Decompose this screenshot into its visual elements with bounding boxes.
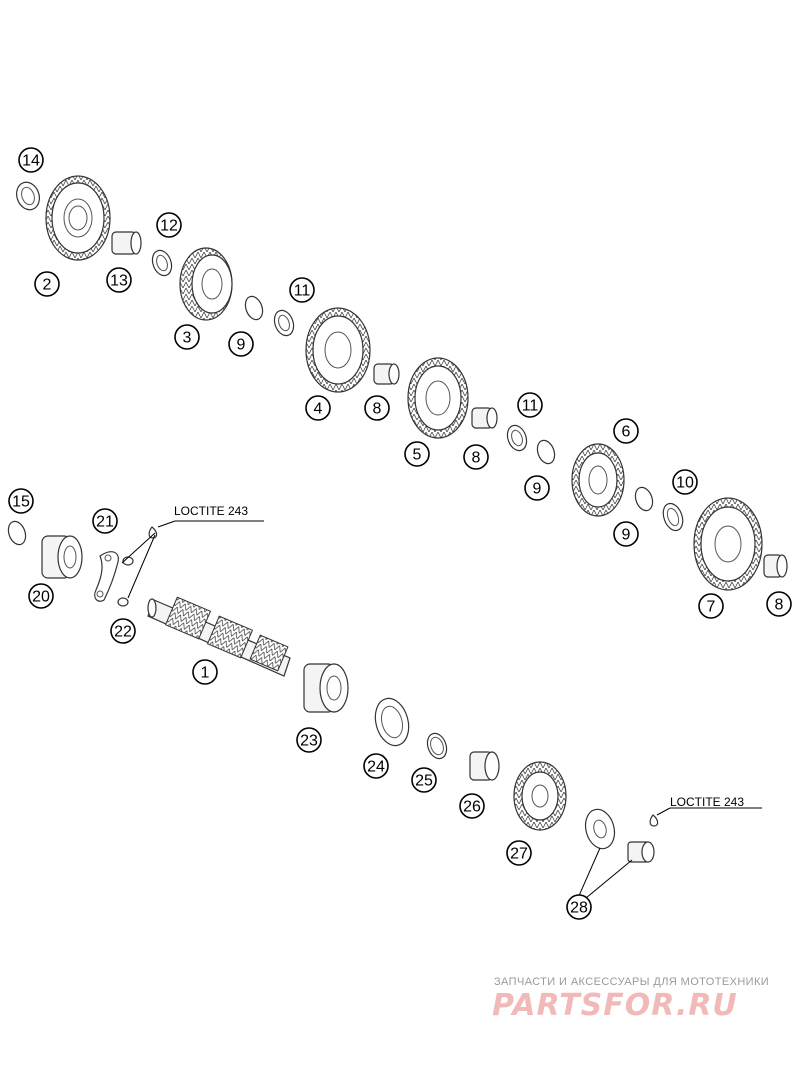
part-22-screw [117, 556, 134, 607]
svg-text:26: 26 [463, 799, 481, 816]
svg-text:15: 15 [12, 494, 30, 511]
part-21-bracket [94, 551, 119, 602]
callout-5: 5 [404, 441, 430, 467]
callout-4: 4 [305, 395, 331, 421]
part-8-bushing [471, 407, 498, 429]
callout-11: 11 [289, 277, 315, 303]
callout-20: 20 [28, 583, 54, 609]
loctite-note: LOCTITE 243 [670, 795, 744, 809]
callout-9: 9 [228, 331, 254, 357]
part-1-shaft [147, 596, 291, 677]
svg-text:22: 22 [114, 624, 132, 641]
callout-6: 6 [613, 418, 639, 444]
callout-14: 14 [18, 147, 44, 173]
svg-text:1: 1 [201, 665, 210, 682]
part-8-bushing [373, 363, 400, 385]
svg-text:9: 9 [237, 337, 246, 354]
callout-3: 3 [174, 324, 200, 350]
part-9-circlip [536, 439, 556, 465]
watermark-logo: PARTSFOR.RU [492, 988, 738, 1023]
part-9-circlip [244, 295, 264, 321]
part-27-sprocket [513, 761, 567, 831]
part-20-bearing [41, 535, 83, 579]
svg-text:2: 2 [43, 277, 52, 294]
svg-text:8: 8 [472, 450, 481, 467]
svg-text:12: 12 [160, 218, 178, 235]
svg-text:27: 27 [510, 846, 528, 863]
part-24-seal [374, 697, 410, 747]
callout-9: 9 [613, 521, 639, 547]
callout-25: 25 [411, 767, 437, 793]
part-23-bearing [303, 663, 349, 713]
part-7-gear [693, 497, 763, 591]
callout-22: 22 [110, 618, 136, 644]
part-25-o-ring [426, 732, 448, 760]
part-26-spacer [469, 751, 500, 781]
callout-11: 11 [517, 392, 543, 418]
part-12-washer [151, 249, 173, 277]
svg-text:13: 13 [110, 273, 128, 290]
svg-text:4: 4 [314, 401, 323, 418]
part-2-gear [45, 175, 111, 261]
svg-text:11: 11 [522, 398, 539, 415]
part-11-washer [273, 309, 295, 337]
svg-text:9: 9 [533, 481, 542, 498]
callout-8: 8 [766, 591, 792, 617]
callout-1: 1 [192, 659, 218, 685]
svg-text:28: 28 [570, 900, 588, 917]
callout-27: 27 [506, 840, 532, 866]
svg-text:14: 14 [22, 153, 40, 170]
loctite-drop-icon [649, 814, 659, 827]
part-11-washer [506, 424, 528, 452]
part-4-gear [305, 307, 371, 393]
part-8-bushing [763, 554, 788, 578]
svg-text:7: 7 [707, 599, 716, 616]
svg-text:25: 25 [415, 773, 433, 790]
part-6-gear [571, 443, 625, 517]
svg-text:11: 11 [294, 283, 311, 300]
loctite-note: LOCTITE 243 [174, 504, 248, 518]
callout-9: 9 [524, 475, 550, 501]
callout-2: 2 [34, 271, 60, 297]
part-9-circlip [634, 486, 654, 512]
watermark-tagline: ЗАПЧАСТИ И АКСЕССУАРЫ ДЛЯ МОТОТЕХНИКИ [494, 976, 769, 988]
callout-26: 26 [459, 793, 485, 819]
svg-text:20: 20 [32, 589, 50, 606]
svg-text:21: 21 [96, 514, 114, 531]
part-28-washer-nut [584, 808, 655, 863]
svg-text:3: 3 [183, 330, 192, 347]
svg-text:9: 9 [622, 527, 631, 544]
part-14-washer [16, 181, 40, 211]
callout-8: 8 [463, 444, 489, 470]
callout-23: 23 [296, 727, 322, 753]
callout-10: 10 [672, 469, 698, 495]
svg-text:10: 10 [676, 475, 694, 492]
svg-text:23: 23 [300, 733, 318, 750]
callout-21: 21 [92, 508, 118, 534]
svg-text:8: 8 [373, 401, 382, 418]
svg-text:8: 8 [775, 597, 784, 614]
callout-7: 7 [698, 593, 724, 619]
callout-13: 13 [106, 267, 132, 293]
svg-text:6: 6 [622, 424, 631, 441]
part-3-gear [179, 247, 233, 321]
part-15-circlip [7, 520, 27, 546]
svg-text:5: 5 [413, 447, 422, 464]
callout-15: 15 [8, 488, 34, 514]
callout-8: 8 [364, 395, 390, 421]
svg-text:24: 24 [367, 759, 385, 776]
callout-28: 28 [566, 894, 592, 920]
part-10-washer [662, 502, 684, 532]
loctite-drop-icon [148, 526, 158, 539]
part-13-needle-bearing [111, 231, 142, 255]
callout-24: 24 [363, 753, 389, 779]
part-5-gear [407, 357, 469, 439]
callout-12: 12 [156, 212, 182, 238]
